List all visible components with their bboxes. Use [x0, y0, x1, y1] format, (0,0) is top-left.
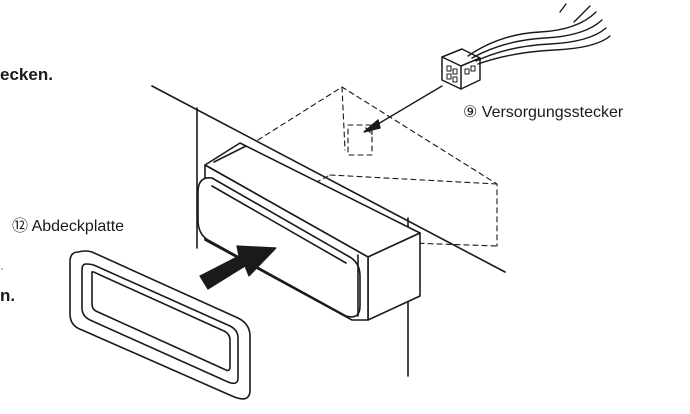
cropped-text-mark: ·: [0, 261, 4, 275]
cropped-text-bottom: n.: [0, 286, 16, 305]
connector-guide: [363, 85, 443, 135]
cropped-text-top: ecken.: [0, 65, 53, 84]
power-connector-label: ⑨ Versorgungsstecker: [463, 104, 624, 121]
cover-plate-label: ⑫ Abdeckplatte: [12, 218, 125, 235]
cover-plate: [69, 250, 251, 400]
head-unit: [197, 142, 421, 321]
connector-wires: [467, 3, 611, 65]
insert-arrow: [199, 245, 277, 290]
power-connector: [441, 48, 481, 90]
